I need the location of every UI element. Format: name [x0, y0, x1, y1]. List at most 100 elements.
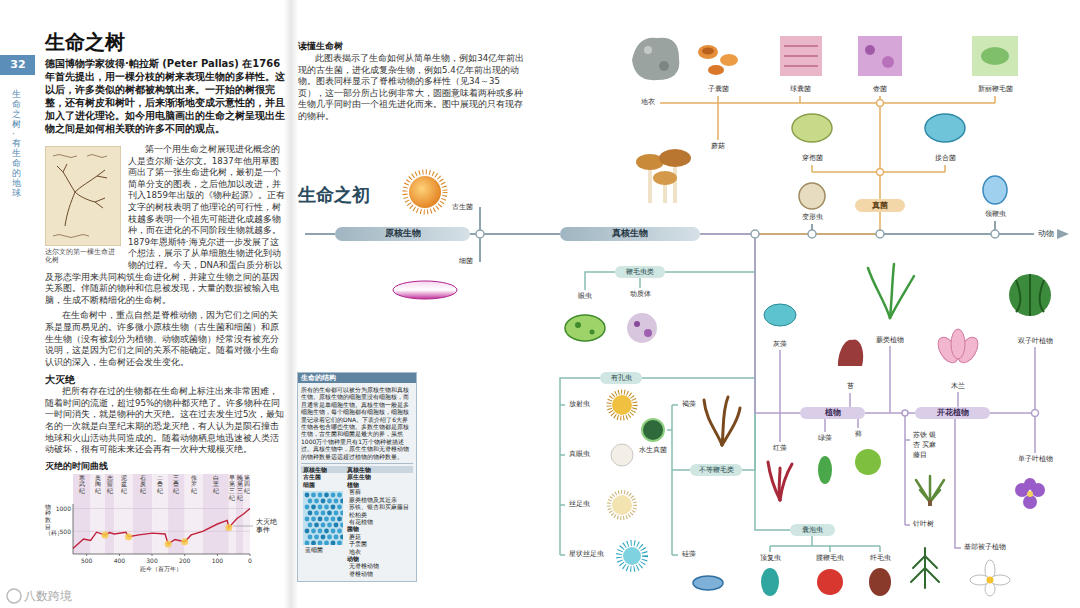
table-cell: 细菌	[301, 481, 345, 488]
tree-label: 星状丝足虫	[568, 550, 605, 559]
axis-tick: 300	[146, 557, 157, 564]
callout-label: 大灭绝事件	[256, 518, 278, 534]
tree-label: 硅藻	[681, 550, 697, 559]
body-text: 在生命树中，重点自然是脊椎动物，因为它们之间的关系是显而易见的。许多微小原核生物…	[45, 310, 285, 368]
table-column: 原核生物古生菌细菌蓝细菌	[301, 466, 345, 577]
axis-tick: 500	[60, 528, 71, 535]
tree-label: 眼虫	[577, 292, 593, 301]
tree-branch	[642, 234, 755, 378]
page-title: 生命之树	[45, 30, 285, 54]
band-label: 囊泡虫	[802, 525, 823, 535]
axis-title: 距今（百万年）	[140, 565, 182, 572]
tree-label: 蕨类植物	[875, 336, 905, 345]
table-cell: 原核生物	[301, 466, 345, 473]
period-label: 寒武纪	[79, 475, 85, 495]
panel-heading: 生命的结构	[298, 373, 416, 383]
period-label: 白垩纪	[213, 475, 219, 495]
tree-label: 纤毛虫	[869, 554, 892, 563]
tree-label: 丝足虫	[568, 500, 591, 509]
table-cell: 原生生物	[345, 473, 413, 480]
tree-label: 古生菌	[451, 203, 474, 212]
tree-label: 领鞭虫	[984, 210, 1007, 219]
tree-branch	[700, 234, 800, 413]
table-cell: 松柏类	[345, 511, 413, 518]
tree-label: 地衣	[640, 98, 656, 107]
axis-tick: 500	[81, 557, 92, 564]
section-heading: 读懂生命树	[298, 40, 526, 53]
tree-label: 穿孢菌	[801, 154, 824, 163]
table-cell: 动物	[345, 555, 413, 562]
table-grid: 原核生物古生菌细菌蓝细菌真核生物原生生物植物苔藓蕨类植物及其近亲苏铁、银杏和买麻…	[301, 463, 413, 577]
running-head: 生命之树·有生命的地球	[12, 90, 21, 199]
band-label: 开花植物	[937, 408, 969, 418]
period-label: 石炭纪	[140, 475, 146, 495]
band-label: 原核生物	[385, 228, 421, 240]
chart-title: 灭绝的时间曲线	[45, 460, 285, 472]
body-text: 把所有存在过的生物都在生命树上标注出来非常困难，随着时间的流逝，超过95%的物种…	[45, 386, 285, 456]
tree-label: 细菌	[458, 257, 474, 266]
tree-label: 苔	[846, 382, 855, 391]
tree-label: 腰鞭毛虫	[815, 554, 845, 563]
period-label: 二叠纪	[157, 475, 163, 495]
tree-label: 真眼虫	[568, 450, 591, 459]
tree-label: 苏铁 银杏 买麻藤目	[912, 430, 944, 460]
taxon-band: 植物	[800, 407, 865, 419]
tree-label: 绿藻	[817, 434, 833, 443]
left-column: 生命之树 德国博物学家彼得·帕拉斯 (Peter Pallas) 在1766年首…	[45, 30, 285, 574]
band-label: 鞭毛虫类	[626, 267, 654, 277]
table-cell: 有花植物	[345, 518, 413, 525]
axis-title: 物种数目（科）	[45, 504, 51, 537]
table-cell: 子囊菌	[345, 540, 413, 547]
table-cell: 苏铁、银杏和买麻藤目	[345, 503, 413, 510]
darwin-sketch	[45, 146, 121, 246]
table-cell: 真核生物	[345, 466, 413, 473]
table-column: 真核生物原生生物植物苔藓蕨类植物及其近亲苏铁、银杏和买麻藤目松柏类有花植物菌物蘑…	[345, 466, 413, 577]
intro-text: 德国博物学家彼得·帕拉斯 (Peter Pallas) 在1766年首先提出，用…	[45, 57, 285, 135]
axis-tick: 400	[114, 557, 125, 564]
figure: 达尔文的第一棵生命进化树	[45, 146, 121, 264]
tree-label: 褐藻	[681, 400, 697, 409]
tree-label: 动质体	[629, 290, 652, 299]
band-label: 真核生物	[612, 228, 648, 240]
taxon-band: 不等鞭毛类	[690, 464, 742, 476]
table-cell: 植物	[345, 481, 413, 488]
tree-label: 顶复虫	[759, 554, 782, 563]
period-label: 晚第三纪	[237, 475, 243, 501]
table-cell: 蘑菇	[345, 533, 413, 540]
period-label: 奥陶纪	[95, 475, 101, 495]
period-label: 第四纪	[244, 475, 250, 495]
tree-label: 基部被子植物	[963, 543, 1007, 552]
figure-caption: 达尔文的第一棵生命进化树	[45, 248, 121, 264]
watermark: 八数跨境	[24, 589, 72, 603]
tree-label: 木兰	[950, 382, 966, 391]
tree-label: 球囊菌	[789, 85, 812, 94]
period-label: 早第三纪	[229, 475, 235, 501]
cyanobacteria-picture	[303, 491, 343, 545]
tree-label: 针叶树	[912, 520, 935, 529]
tree-branch	[700, 234, 755, 470]
band-label: 真菌	[872, 201, 888, 211]
table-cell: 蕨类植物及其近亲	[345, 496, 413, 503]
table-cell: 古生菌	[301, 473, 345, 480]
band-label: 不等鞭毛类	[699, 465, 734, 475]
period-label: 侏罗纪	[191, 475, 197, 495]
tree-label: 蘑菇	[710, 142, 726, 151]
arrow-label: 动物	[1037, 229, 1055, 239]
section-heading: 生命之初	[298, 184, 370, 206]
tree-label: 藓	[854, 430, 863, 439]
period-label: 志留纪	[107, 475, 113, 495]
tree-label: 放射虫	[568, 400, 591, 409]
tree-label: 红藻	[772, 444, 788, 453]
middle-column: 读懂生命树此图表揭示了生命如何从简单生物，例如34亿年前出现的古生菌，进化成复杂…	[298, 40, 526, 123]
axis-tick: 100	[212, 557, 223, 564]
tree-label: 单子叶植物	[1017, 455, 1054, 464]
body-text: 第一个用生命之树展现进化概念的人是查尔斯·达尔文。1837年他用草图画出了第一张…	[45, 144, 285, 306]
band-label: 有孔虫	[611, 373, 632, 383]
extinction-chart: 寒武纪奥陶纪志留纪泥盆纪石炭纪二叠纪三叠纪侏罗纪白垩纪早第三纪晚第三纪第四纪物种…	[45, 474, 285, 574]
panel-text: 所有的生命都可以被分为原核生物和真核生物。原核生物的细胞里没有细胞核，而且通常是…	[301, 386, 413, 460]
section-heading: 大灭绝	[45, 373, 285, 386]
taxon-band: 开花植物	[915, 407, 990, 419]
